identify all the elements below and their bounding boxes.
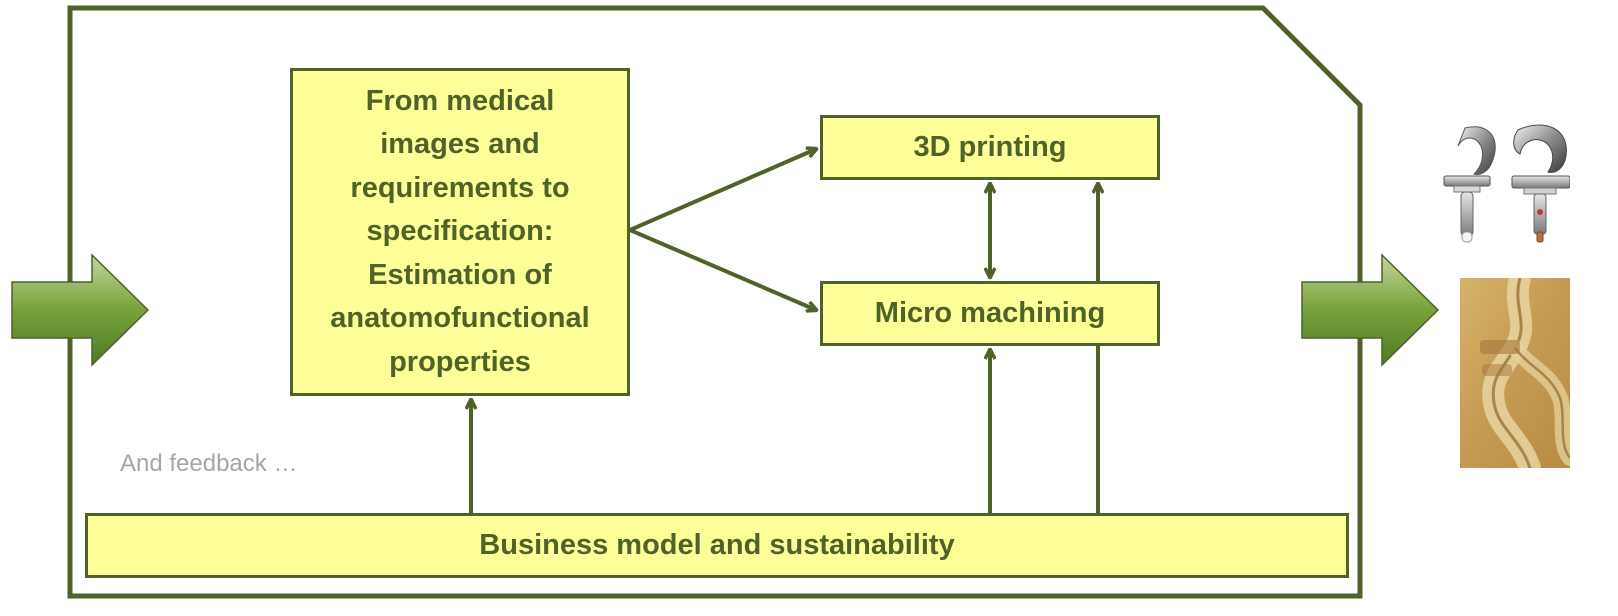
outer-frame [67,5,1363,599]
output-block-arrow [1301,253,1440,367]
knee-implant-photo [1440,120,1570,250]
vascular-phantom-photo [1460,278,1570,468]
medical-box-text: From medical images and requirements to … [330,80,589,385]
medical-line-3: requirements to [350,171,570,204]
input-block-arrow [11,253,150,367]
knee-implant-illustration [1443,124,1570,243]
3d-printing-box: 3D printing [820,115,1160,180]
feedback-note: And feedback … [120,450,298,477]
medical-line-2: images and [380,128,540,161]
medical-line-4: specification: [366,215,554,248]
micro-machining-box: Micro machining [820,281,1160,346]
business-model-label: Business model and sustainability [479,529,955,561]
business-model-box: Business model and sustainability [85,513,1349,578]
medical-line-6: anatomofunctional [330,302,590,335]
medical-line-1: From medical [365,84,555,117]
medical-specification-box: From medical images and requirements to … [290,68,630,396]
3d-printing-label: 3D printing [913,131,1067,163]
vascular-phantom-illustration [1460,278,1570,468]
arrow-medical-to-printing [629,149,816,232]
medical-line-7: properties [389,345,531,378]
micro-machining-label: Micro machining [874,297,1106,329]
medical-line-5: Estimation of [368,258,552,291]
arrow-medical-to-machining [629,228,816,310]
